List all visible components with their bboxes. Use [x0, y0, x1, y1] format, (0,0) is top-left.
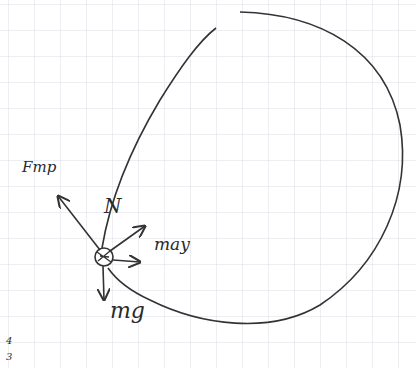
track-curve: [102, 28, 216, 248]
track-curve: [108, 12, 402, 324]
force-label: N: [104, 196, 122, 216]
force-label: may: [154, 236, 190, 253]
force-label: mg: [110, 300, 145, 322]
force-arrow: [113, 260, 140, 262]
force-arrow: [103, 266, 104, 300]
margin-number: 4: [6, 336, 12, 346]
force-arrow: [110, 226, 145, 251]
force-arrow: [58, 196, 100, 250]
body-scribble: [97, 251, 111, 262]
force-label: Fmp: [22, 160, 56, 175]
margin-number: 3: [6, 352, 12, 362]
